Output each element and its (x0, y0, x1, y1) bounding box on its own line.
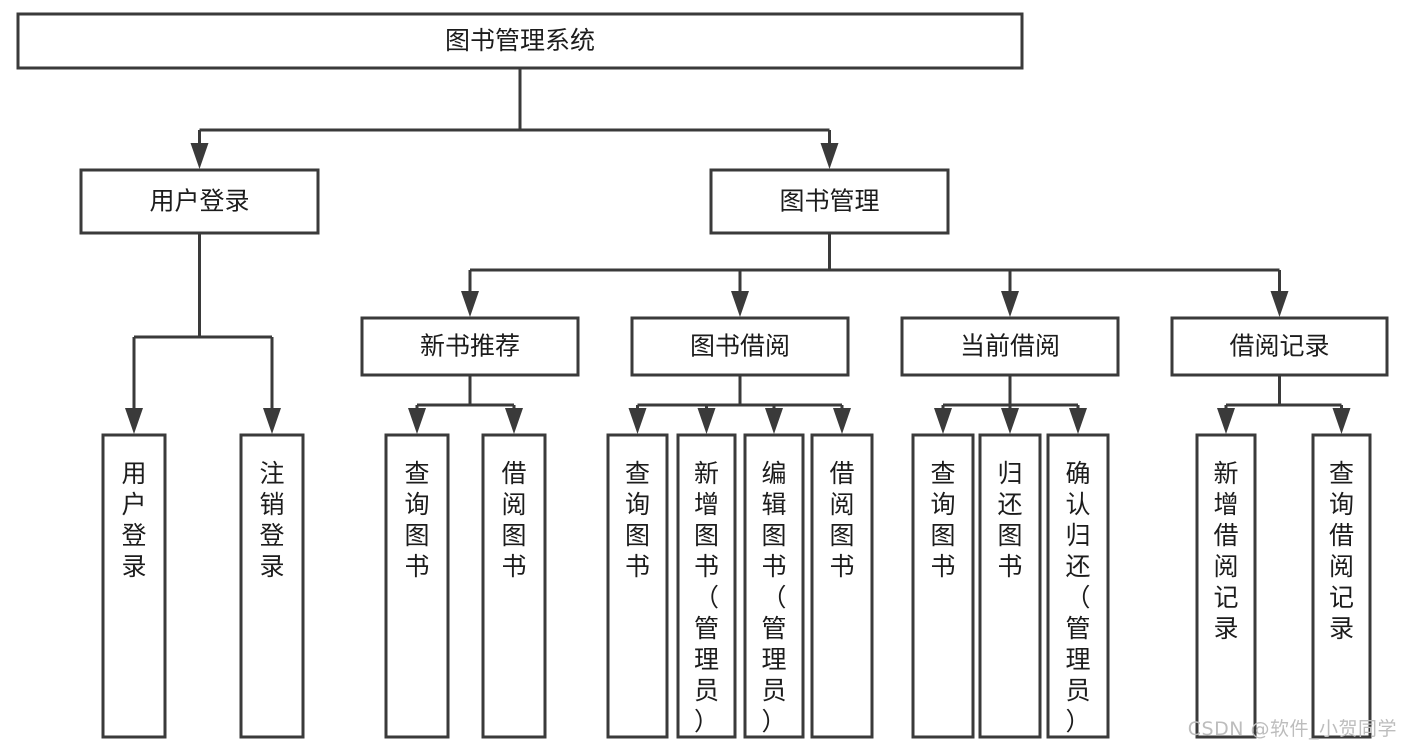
node-label: 图书管理系统 (445, 26, 595, 55)
arrow-head-icon (628, 408, 647, 434)
arrow-head-icon (697, 408, 716, 434)
arrow-head-icon (765, 408, 783, 434)
node-label: 新增图书（管理员） (694, 459, 719, 736)
node-box[interactable] (630, 316, 850, 377)
node-box[interactable] (481, 433, 547, 739)
connector-group-root (190, 68, 839, 169)
node-label: 当前借阅 (960, 332, 1060, 361)
connector-group-user_login (125, 233, 281, 434)
arrow-head-icon (820, 143, 839, 169)
connector-layer (125, 68, 1351, 434)
node-borrow_record[interactable]: 借阅记录 (1170, 316, 1389, 377)
node-box[interactable] (16, 12, 1024, 70)
arrow-head-icon (1270, 291, 1289, 317)
arrow-head-icon (1001, 291, 1019, 317)
node-box[interactable] (1170, 316, 1389, 377)
node-label: 图书借阅 (690, 332, 790, 361)
arrow-head-icon (190, 143, 209, 169)
node-leaf_borrow_book_2[interactable]: 借阅图书 (810, 433, 874, 739)
node-label: 编辑图书（管理员） (761, 459, 786, 736)
node-label: 查询图书 (404, 459, 429, 581)
node-box[interactable] (1311, 433, 1372, 739)
node-box[interactable] (709, 168, 950, 235)
node-box[interactable] (978, 433, 1042, 739)
node-box[interactable] (360, 316, 580, 377)
arrow-head-icon (125, 408, 143, 434)
node-leaf_query_book_1[interactable]: 查询图书 (384, 433, 450, 739)
node-user_login[interactable]: 用户登录 (79, 168, 320, 235)
node-box[interactable] (911, 433, 975, 739)
node-leaf_user_login[interactable]: 用户登录 (101, 433, 167, 739)
node-leaf_query_book_3[interactable]: 查询图书 (911, 433, 975, 739)
arrow-head-icon (461, 291, 479, 317)
node-label: 查询图书 (930, 459, 955, 581)
node-box[interactable] (900, 316, 1120, 377)
node-box[interactable] (743, 433, 805, 739)
node-label: 借阅记录 (1229, 332, 1329, 361)
arrow-head-icon (505, 408, 523, 434)
node-box[interactable] (384, 433, 450, 739)
node-label: 新书推荐 (420, 332, 520, 361)
connector-group-current_borrow (934, 375, 1087, 434)
node-leaf_return_book[interactable]: 归还图书 (978, 433, 1042, 739)
node-label: 新增借阅记录 (1213, 459, 1238, 643)
node-book_borrow[interactable]: 图书借阅 (630, 316, 850, 377)
node-label: 注销登录 (259, 459, 284, 581)
arrow-head-icon (1332, 408, 1351, 434)
node-book_mgmt[interactable]: 图书管理 (709, 168, 950, 235)
node-layer: 图书管理系统用户登录图书管理新书推荐图书借阅当前借阅借阅记录用户登录注销登录查询… (16, 12, 1389, 739)
node-label: 图书管理 (779, 187, 879, 216)
arrow-head-icon (408, 408, 426, 434)
node-box[interactable] (101, 433, 167, 739)
arrow-head-icon (731, 291, 749, 317)
node-leaf_borrow_book_1[interactable]: 借阅图书 (481, 433, 547, 739)
node-leaf_edit_book[interactable]: 编辑图书（管理员） (743, 433, 805, 739)
node-box[interactable] (1046, 433, 1110, 739)
arrow-head-icon (833, 408, 851, 434)
arrow-head-icon (934, 408, 952, 434)
connector-group-new_book_rec (408, 375, 523, 434)
connector-group-book_mgmt (461, 233, 1289, 317)
node-leaf_query_book_2[interactable]: 查询图书 (606, 433, 669, 739)
node-label: 查询借阅记录 (1329, 459, 1354, 643)
node-box[interactable] (676, 433, 737, 739)
node-label: 确认归还（管理员） (1065, 459, 1090, 736)
node-leaf_logout[interactable]: 注销登录 (239, 433, 305, 739)
node-new_book_rec[interactable]: 新书推荐 (360, 316, 580, 377)
node-label: 用户登录 (121, 459, 146, 581)
connector-group-book_borrow (628, 375, 851, 434)
node-box[interactable] (239, 433, 305, 739)
node-label: 查询图书 (625, 459, 650, 581)
node-leaf_add_book[interactable]: 新增图书（管理员） (676, 433, 737, 739)
arrow-head-icon (1001, 408, 1019, 434)
node-current_borrow[interactable]: 当前借阅 (900, 316, 1120, 377)
node-label: 归还图书 (997, 459, 1022, 581)
arrow-head-icon (263, 408, 281, 434)
node-label: 用户登录 (149, 187, 249, 216)
node-leaf_query_record[interactable]: 查询借阅记录 (1311, 433, 1372, 739)
node-box[interactable] (606, 433, 669, 739)
node-root[interactable]: 图书管理系统 (16, 12, 1024, 70)
node-label: 借阅图书 (501, 459, 526, 581)
node-label: 借阅图书 (829, 459, 854, 581)
arrow-head-icon (1217, 408, 1235, 434)
node-leaf_confirm_return[interactable]: 确认归还（管理员） (1046, 433, 1110, 739)
connector-group-borrow_record (1217, 375, 1351, 434)
arrow-head-icon (1069, 408, 1087, 434)
node-box[interactable] (79, 168, 320, 235)
node-box[interactable] (1195, 433, 1257, 739)
node-box[interactable] (810, 433, 874, 739)
node-leaf_add_record[interactable]: 新增借阅记录 (1195, 433, 1257, 739)
